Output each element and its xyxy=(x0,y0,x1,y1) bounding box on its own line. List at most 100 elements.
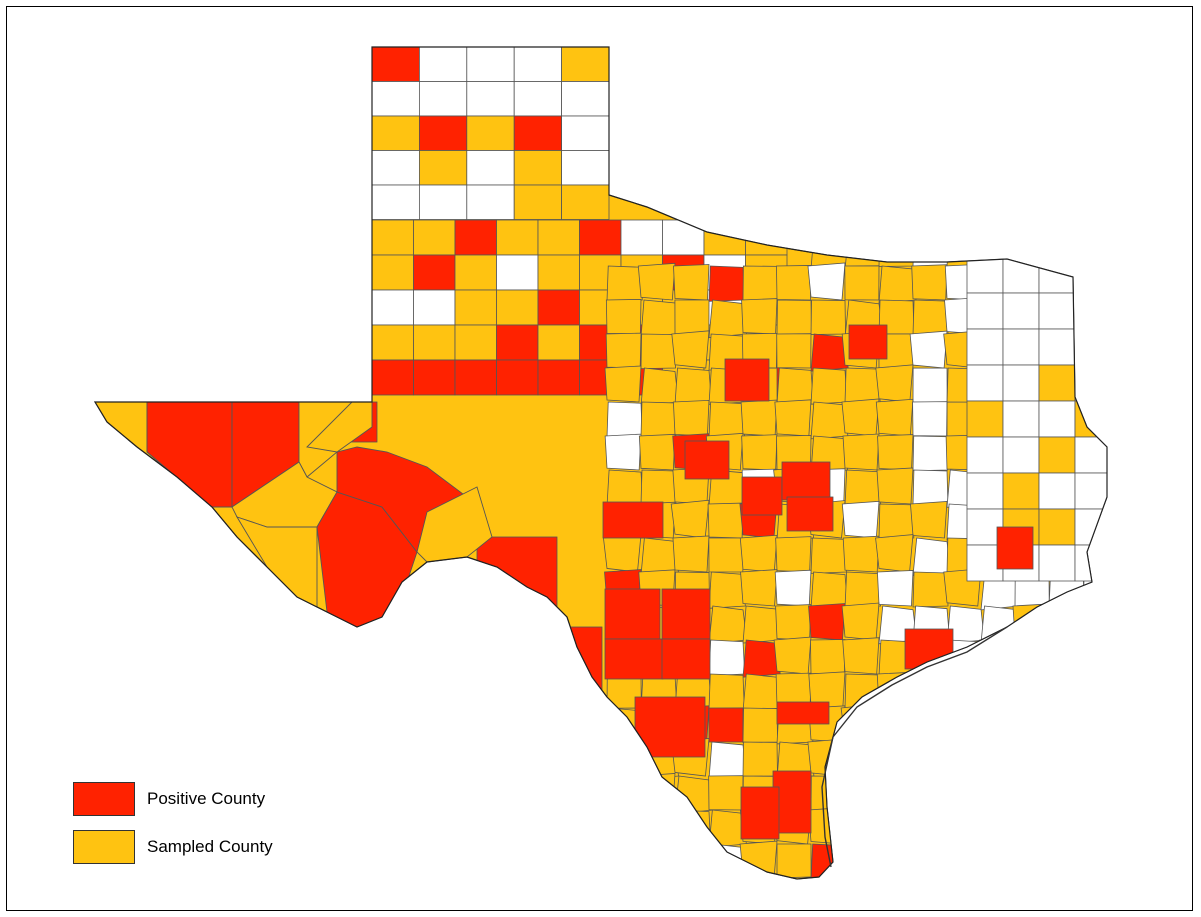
county-cell xyxy=(844,571,882,609)
legend-swatch-sampled xyxy=(73,830,135,864)
county-cell xyxy=(606,775,644,813)
county-cell xyxy=(977,840,1016,879)
county-cell xyxy=(561,184,610,220)
county-cell xyxy=(966,328,1004,366)
county-cell xyxy=(1038,436,1076,474)
county-cell xyxy=(1081,672,1107,709)
county-cell xyxy=(966,292,1004,330)
county-cell xyxy=(1038,256,1076,294)
county-cell xyxy=(980,775,1017,812)
county-cell xyxy=(708,639,746,677)
county-cell xyxy=(1079,296,1107,335)
county-cell xyxy=(476,536,558,618)
county-cell xyxy=(708,537,744,573)
county-cell xyxy=(878,809,914,845)
county-cell xyxy=(912,673,948,709)
county-cell xyxy=(454,359,497,396)
county-cell xyxy=(977,806,1016,845)
county-cell xyxy=(1047,876,1084,879)
county-cell xyxy=(776,701,830,725)
county-cell xyxy=(466,184,515,220)
county-cell xyxy=(413,289,456,326)
county-cell xyxy=(980,741,1018,779)
county-cell xyxy=(661,588,711,640)
county-cell xyxy=(537,359,580,396)
county-cell xyxy=(371,150,420,186)
county-cell xyxy=(638,433,676,471)
county-cell xyxy=(672,399,710,437)
county-cell xyxy=(708,401,746,439)
county-cell xyxy=(605,298,642,335)
county-cell xyxy=(371,81,420,117)
county-cell xyxy=(640,333,677,370)
county-cell xyxy=(674,843,713,879)
county-cell xyxy=(637,262,676,301)
county-cell xyxy=(776,299,812,335)
county-cell xyxy=(1038,544,1076,582)
county-cell xyxy=(454,254,497,291)
county-cell xyxy=(741,476,783,516)
county-cell xyxy=(776,333,812,369)
county-cell xyxy=(418,47,468,82)
county-cell xyxy=(724,358,770,402)
county-cell xyxy=(946,741,984,779)
coastline xyxy=(93,46,1108,880)
county-cell xyxy=(966,400,1004,438)
county-cell xyxy=(776,843,812,879)
county-cell xyxy=(1002,472,1040,510)
county-cell xyxy=(606,809,644,847)
county-cell xyxy=(466,47,515,82)
county-cell xyxy=(774,569,812,607)
county-cell xyxy=(1044,669,1084,709)
county-cell xyxy=(671,874,710,879)
county-cell xyxy=(1111,257,1147,293)
county-cell xyxy=(674,367,712,405)
county-cell xyxy=(912,843,949,879)
county-cell xyxy=(776,265,812,301)
county-cell xyxy=(561,115,610,151)
county-cell xyxy=(912,299,949,336)
county-cell xyxy=(1038,364,1076,402)
county-cell xyxy=(1013,808,1050,845)
county-cell xyxy=(1080,637,1107,675)
county-cell xyxy=(1048,605,1085,642)
county-cell xyxy=(537,219,580,256)
county-cell xyxy=(1080,229,1107,267)
county-cell xyxy=(876,705,914,743)
county-cell xyxy=(561,150,610,186)
county-cell xyxy=(513,81,563,117)
county-cell xyxy=(844,775,880,811)
county-cell xyxy=(606,401,643,438)
county-cell xyxy=(604,638,664,680)
county-cell xyxy=(1038,472,1076,510)
county-cell xyxy=(774,399,812,437)
county-cell xyxy=(1074,472,1107,510)
county-cell xyxy=(739,534,778,573)
county-cell xyxy=(1002,292,1040,330)
county-cell xyxy=(1074,400,1107,438)
county-cell xyxy=(742,673,781,712)
county-cell xyxy=(1082,877,1107,879)
county-cell xyxy=(561,81,610,117)
county-cell xyxy=(1074,544,1107,582)
county-cell xyxy=(606,843,645,879)
county-cell xyxy=(911,774,948,811)
county-cell xyxy=(742,265,778,301)
county-cell xyxy=(912,537,952,577)
county-cell xyxy=(844,231,884,271)
county-cell xyxy=(561,47,610,82)
county-cell xyxy=(842,535,880,573)
county-cell xyxy=(1082,809,1107,845)
county-cell xyxy=(496,289,539,326)
county-cell xyxy=(418,150,468,186)
county-cell xyxy=(708,605,748,645)
county-cell xyxy=(1012,739,1050,777)
county-cell xyxy=(513,115,563,151)
legend-item-sampled: Sampled County xyxy=(73,830,273,864)
county-cell xyxy=(604,588,661,640)
county-cell xyxy=(875,364,914,403)
county-cell xyxy=(844,469,882,507)
county-cell xyxy=(235,516,318,608)
county-cell xyxy=(1044,737,1084,777)
county-cell xyxy=(606,877,646,879)
